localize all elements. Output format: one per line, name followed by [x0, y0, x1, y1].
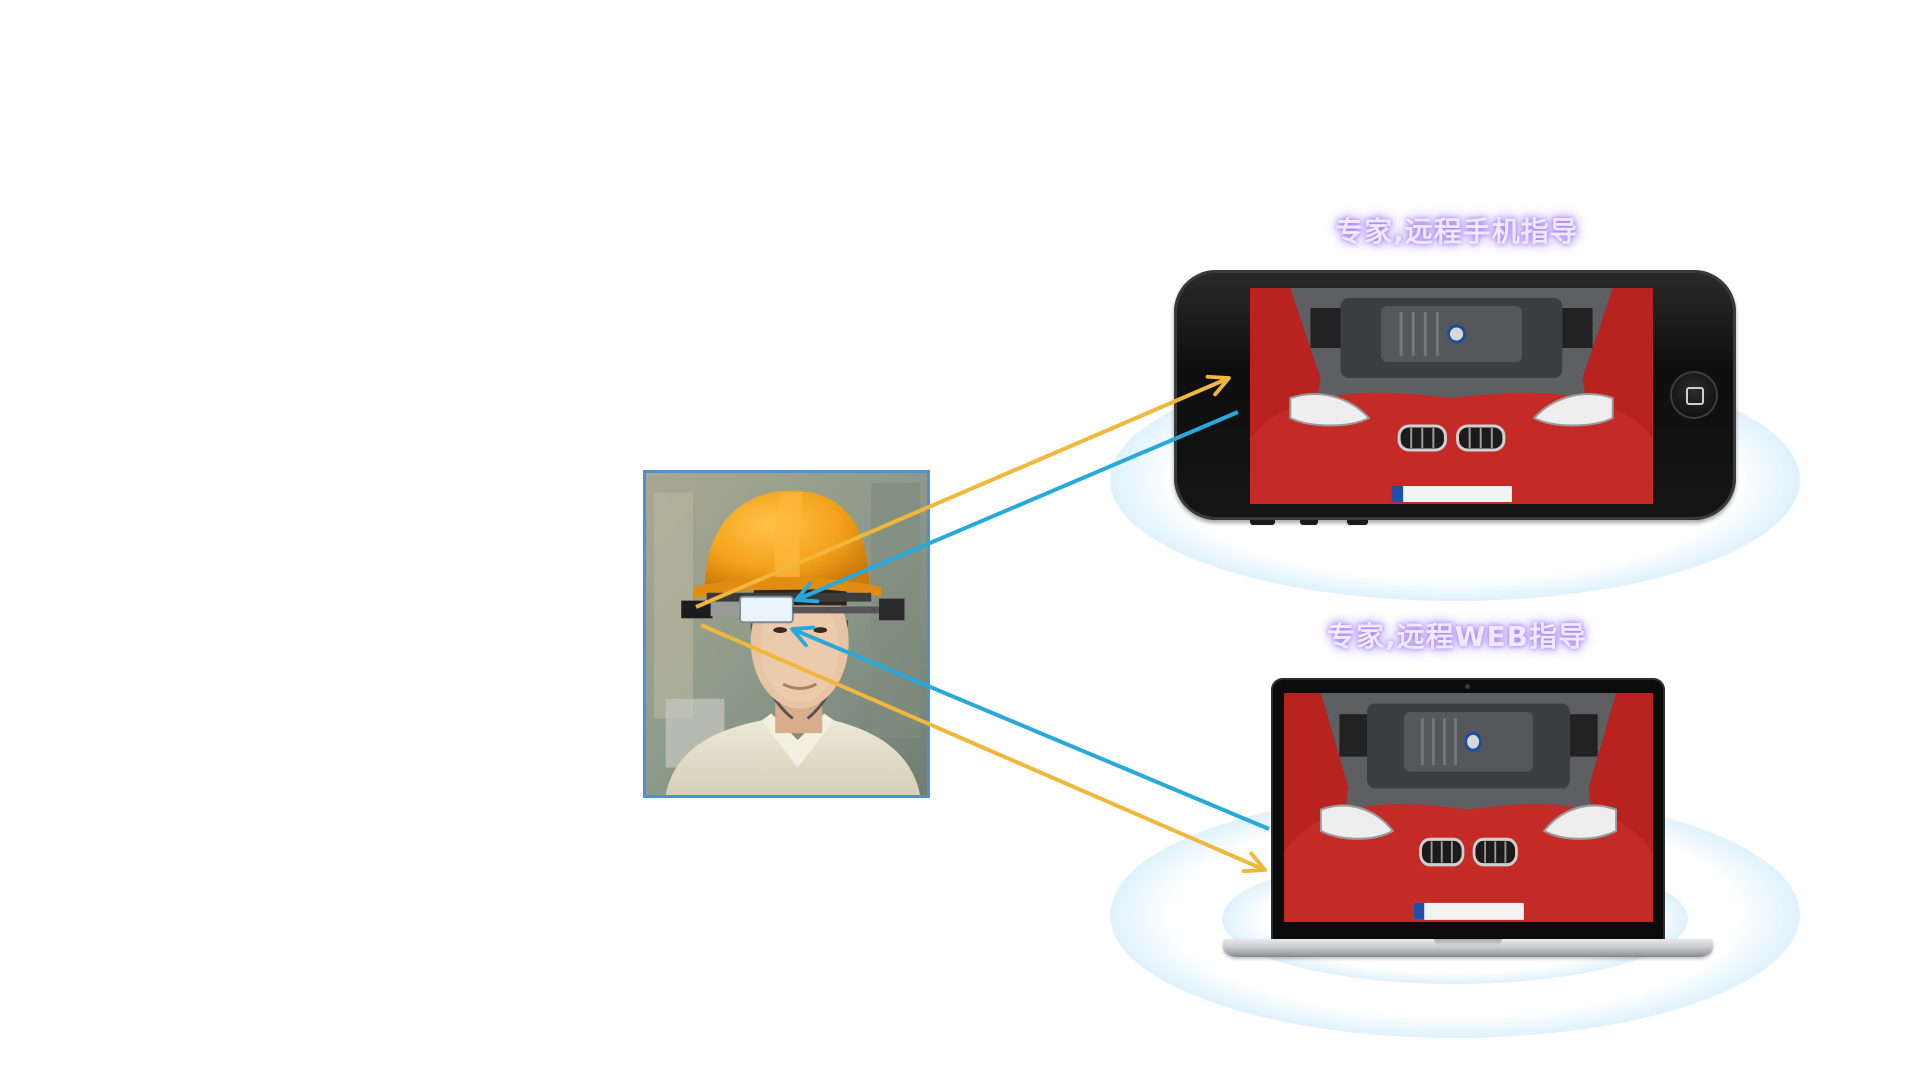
license-plate [1391, 486, 1512, 502]
camera-icon [1465, 684, 1470, 689]
glasses-display-lens [739, 595, 794, 624]
phone-side-button [1250, 520, 1275, 525]
expert-smartphone [1174, 270, 1736, 520]
glasses-camera [681, 600, 713, 619]
brand-emblem [1446, 324, 1467, 344]
glasses-frame [792, 606, 881, 614]
expert-laptop [1271, 678, 1665, 941]
laptop-screen [1284, 693, 1653, 922]
helmet-ridge [774, 492, 803, 589]
web-guidance-caption: 专家,远程WEB指导 [1327, 620, 1587, 653]
car-engine-image [1250, 288, 1653, 504]
laptop-base [1223, 939, 1713, 957]
phone-screen [1250, 288, 1653, 504]
right-eye [813, 627, 828, 634]
license-plate [1413, 902, 1524, 920]
worker-illustration [646, 473, 927, 795]
home-button-square [1686, 387, 1704, 405]
left-eye [773, 627, 787, 634]
glasses-battery [879, 598, 905, 621]
headlight-left [1289, 393, 1371, 427]
headlight-left [1319, 804, 1395, 840]
headlight-right [1532, 393, 1614, 427]
engine-part-right [1562, 308, 1593, 348]
home-square-icon [1670, 371, 1718, 419]
phone-guidance-caption: 专家,远程手机指导 [1335, 215, 1579, 248]
laptop-opening-notch [1434, 939, 1502, 945]
glasses-arm-left [710, 602, 740, 617]
phone-side-button [1347, 520, 1368, 525]
engine-part-left [1310, 308, 1341, 348]
headlight-right [1542, 804, 1618, 840]
brand-emblem [1464, 731, 1482, 752]
car-engine-image [1284, 693, 1653, 922]
phone-side-button [1300, 520, 1318, 525]
worker-smart-glasses-photo [643, 470, 930, 798]
